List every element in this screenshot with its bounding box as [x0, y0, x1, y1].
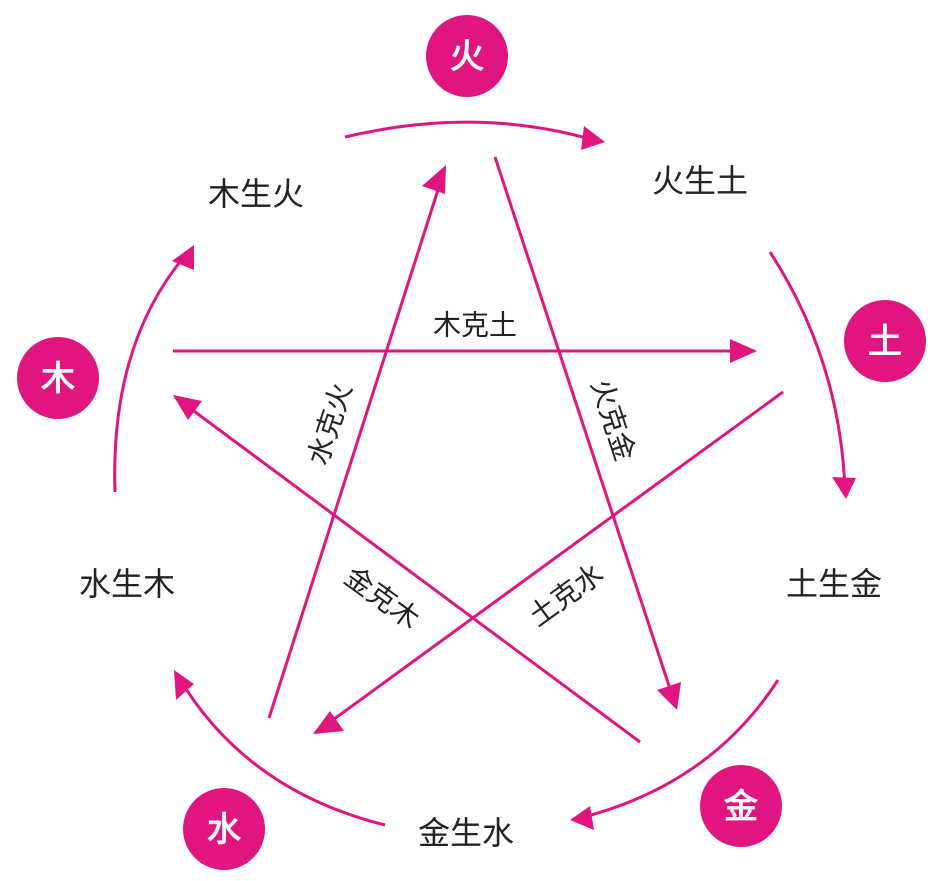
metal-circle [700, 765, 782, 847]
arrowhead-wood-to-earth [730, 339, 757, 363]
earth-label: 土 [868, 322, 902, 362]
water-circle [183, 788, 265, 870]
generating-cycle [113, 120, 847, 827]
arrowhead-water-to-fire [422, 165, 446, 194]
controlling-star [173, 156, 784, 744]
element-metal: 金 [700, 765, 782, 847]
arrowhead-metal-to-wood [173, 395, 202, 420]
label-metal-generates-water: 金生水 [418, 814, 514, 852]
wood-label: 木 [40, 359, 75, 399]
arrowhead-earth-to-metal [832, 477, 856, 499]
label-fire-generates-earth: 火生土 [652, 162, 748, 200]
line-metal-to-wood [174, 395, 641, 744]
label-wood-generates-fire: 木生火 [208, 175, 304, 213]
element-earth: 土 [844, 300, 926, 382]
arrowhead-earth-to-water [313, 711, 344, 734]
element-water: 水 [183, 788, 265, 870]
earth-circle [844, 300, 926, 382]
line-fire-to-metal [493, 156, 677, 705]
arc-wood-to-fire [113, 249, 192, 493]
arc-water-to-wood [176, 675, 386, 827]
arc-metal-to-water [579, 679, 780, 820]
element-fire: 火 [426, 15, 508, 97]
line-water-to-fire [267, 167, 447, 719]
label-wood-controls-earth: 木克土 [433, 309, 517, 342]
label-earth-generates-metal: 土生金 [786, 565, 882, 603]
generating-arrowheads [172, 126, 856, 830]
fire-label: 火 [450, 37, 484, 77]
arrowhead-fire-to-metal [657, 682, 681, 710]
label-water-generates-wood: 水生木 [79, 565, 175, 603]
arrowhead-water-to-wood [174, 670, 194, 700]
wood-circle [17, 337, 99, 419]
fire-circle [426, 15, 508, 97]
line-earth-to-water [314, 390, 784, 735]
label-earth-controls-water: 土克水 [522, 557, 609, 633]
arrowhead-wood-to-fire [172, 245, 194, 270]
arrowhead-fire-to-earth [581, 126, 605, 150]
arc-earth-to-metal [768, 251, 847, 491]
metal-label: 金 [723, 787, 759, 827]
arrowhead-metal-to-water [570, 806, 594, 830]
water-label: 水 [207, 810, 242, 850]
controlling-arrowheads [173, 165, 757, 734]
label-water-controls-fire: 水克火 [301, 379, 358, 469]
label-metal-controls-wood: 金克木 [338, 560, 425, 636]
arc-fire-to-earth [344, 120, 601, 144]
element-wood: 木 [17, 337, 99, 419]
